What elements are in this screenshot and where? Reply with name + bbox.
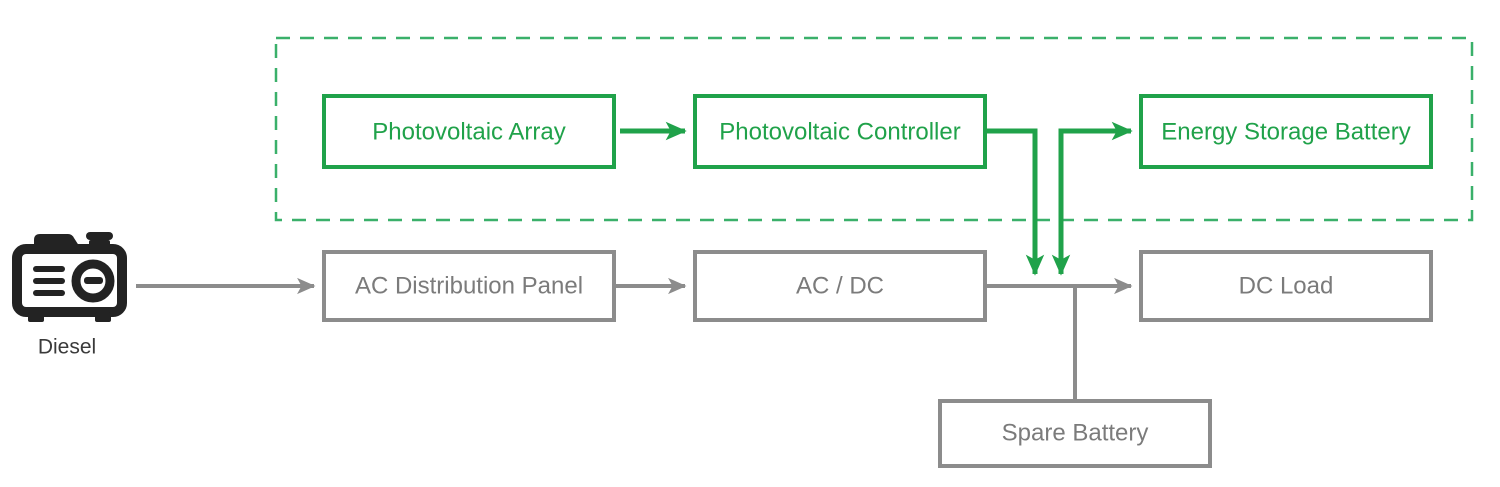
node-ac-distribution-panel-label: AC Distribution Panel [355,272,583,299]
photovoltaic-subsystem-group [274,36,1474,222]
node-photovoltaic-controller-label: Photovoltaic Controller [719,118,960,145]
node-photovoltaic-array-label: Photovoltaic Array [372,118,565,145]
edge-dc-bus-to-energy-storage-battery [1058,121,1133,274]
edge-photovoltaic-controller-to-dc-bus [985,128,1045,276]
node-ac-dc[interactable] [693,250,987,322]
node-energy-storage-battery-label: Energy Storage Battery [1161,118,1410,145]
node-spare-battery-label: Spare Battery [1002,419,1149,446]
node-energy-storage-battery[interactable] [1139,94,1433,169]
diesel-generator-icon [12,232,127,322]
node-ac-distribution-panel[interactable] [322,250,616,322]
node-dc-load-label: DC Load [1239,272,1334,299]
diesel-label: Diesel [38,336,96,359]
node-ac-dc-label: AC / DC [796,272,884,299]
node-photovoltaic-array[interactable] [322,94,616,169]
node-dc-load[interactable] [1139,250,1433,322]
